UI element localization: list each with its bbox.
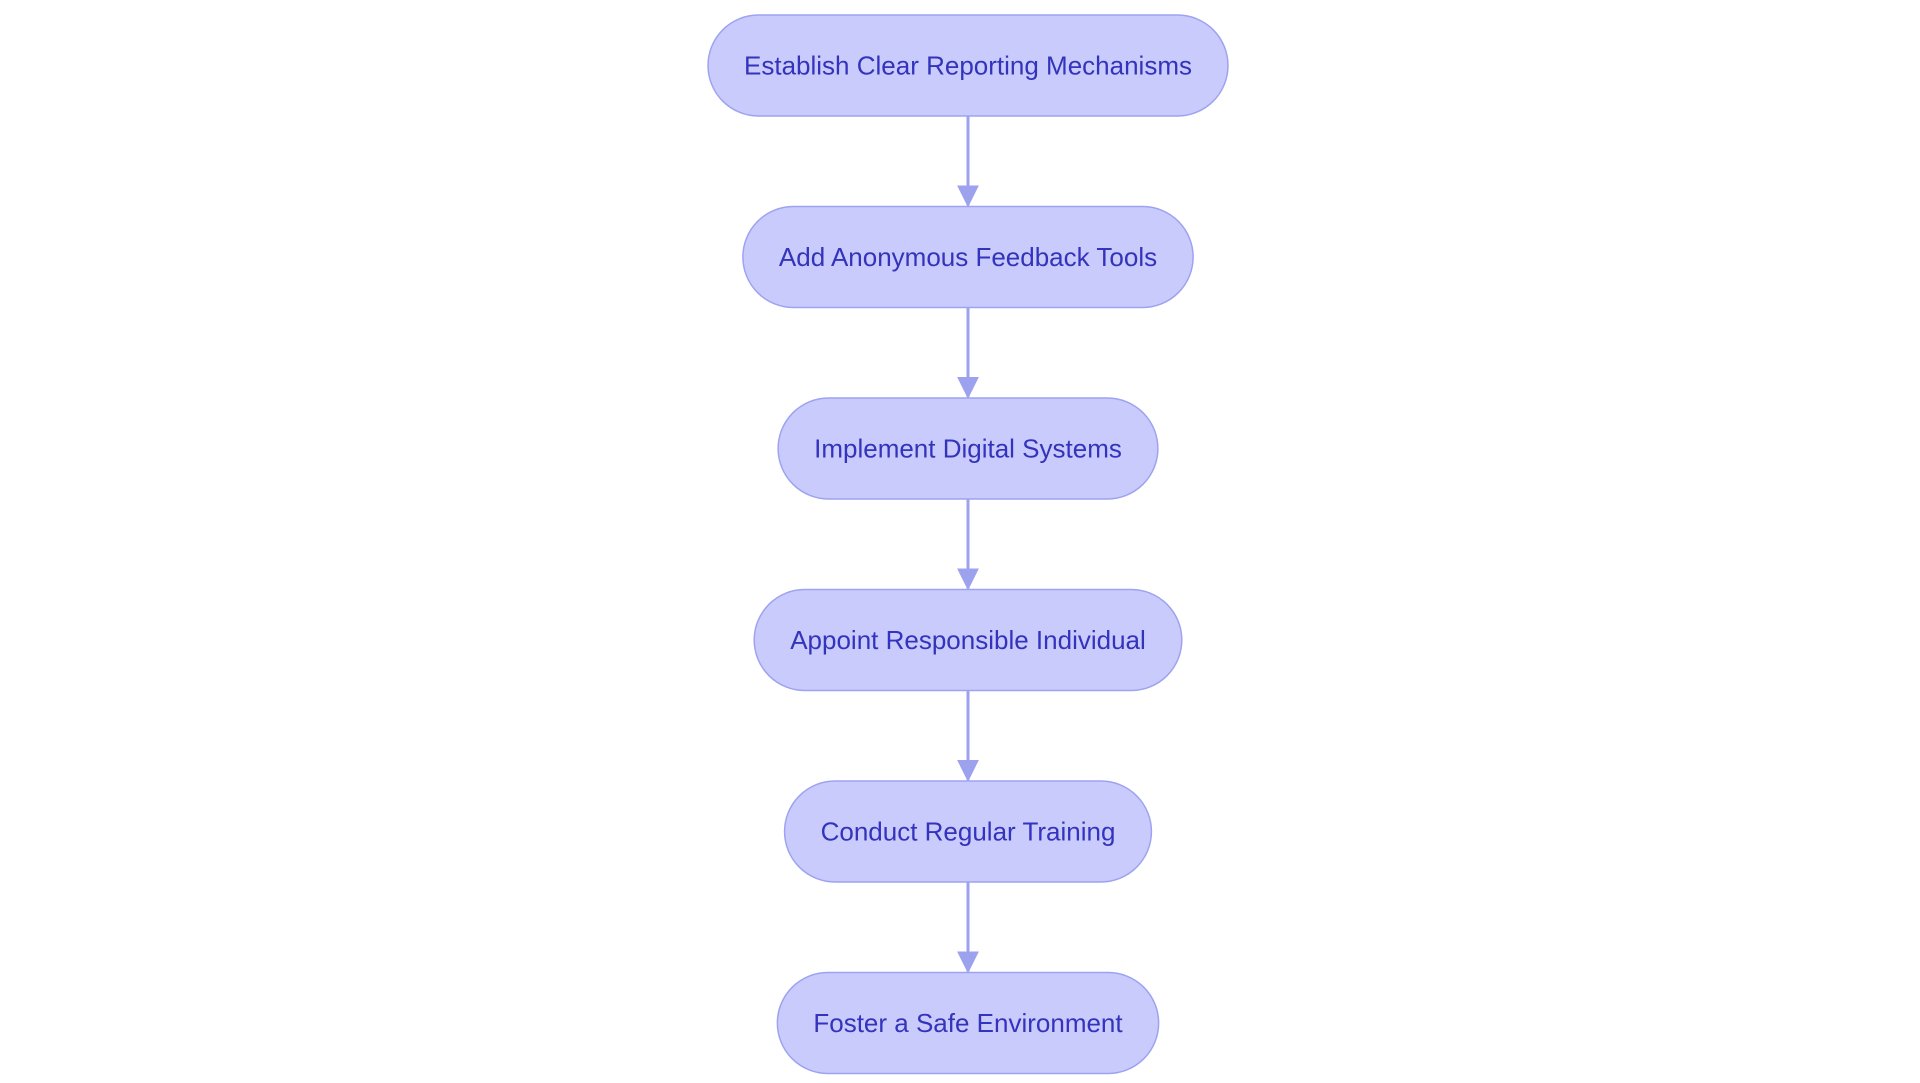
nodes: Establish Clear Reporting MechanismsAdd …	[707, 14, 1229, 1075]
step-digital-node: Implement Digital Systems	[777, 397, 1159, 500]
step-training-node: Conduct Regular Training	[783, 780, 1153, 883]
step-appoint-label: Appoint Responsible Individual	[790, 625, 1146, 655]
step-safe-node: Foster a Safe Environment	[776, 971, 1160, 1075]
step-anonymous-label: Add Anonymous Feedback Tools	[779, 242, 1157, 272]
step-anonymous-node: Add Anonymous Feedback Tools	[742, 205, 1194, 309]
step-appoint-node: Appoint Responsible Individual	[753, 588, 1183, 692]
step-digital-label: Implement Digital Systems	[814, 434, 1122, 464]
step-establish-label: Establish Clear Reporting Mechanisms	[744, 51, 1192, 81]
step-training-box	[783, 780, 1153, 883]
step-safe-box	[776, 971, 1160, 1075]
step-safe-label: Foster a Safe Environment	[813, 1008, 1123, 1038]
step-appoint-box	[753, 588, 1183, 692]
step-training-label: Conduct Regular Training	[821, 817, 1116, 847]
step-digital-box	[777, 397, 1159, 500]
step-anonymous-box	[742, 205, 1194, 309]
step-establish-box	[707, 14, 1229, 117]
step-establish-node: Establish Clear Reporting Mechanisms	[707, 14, 1229, 117]
